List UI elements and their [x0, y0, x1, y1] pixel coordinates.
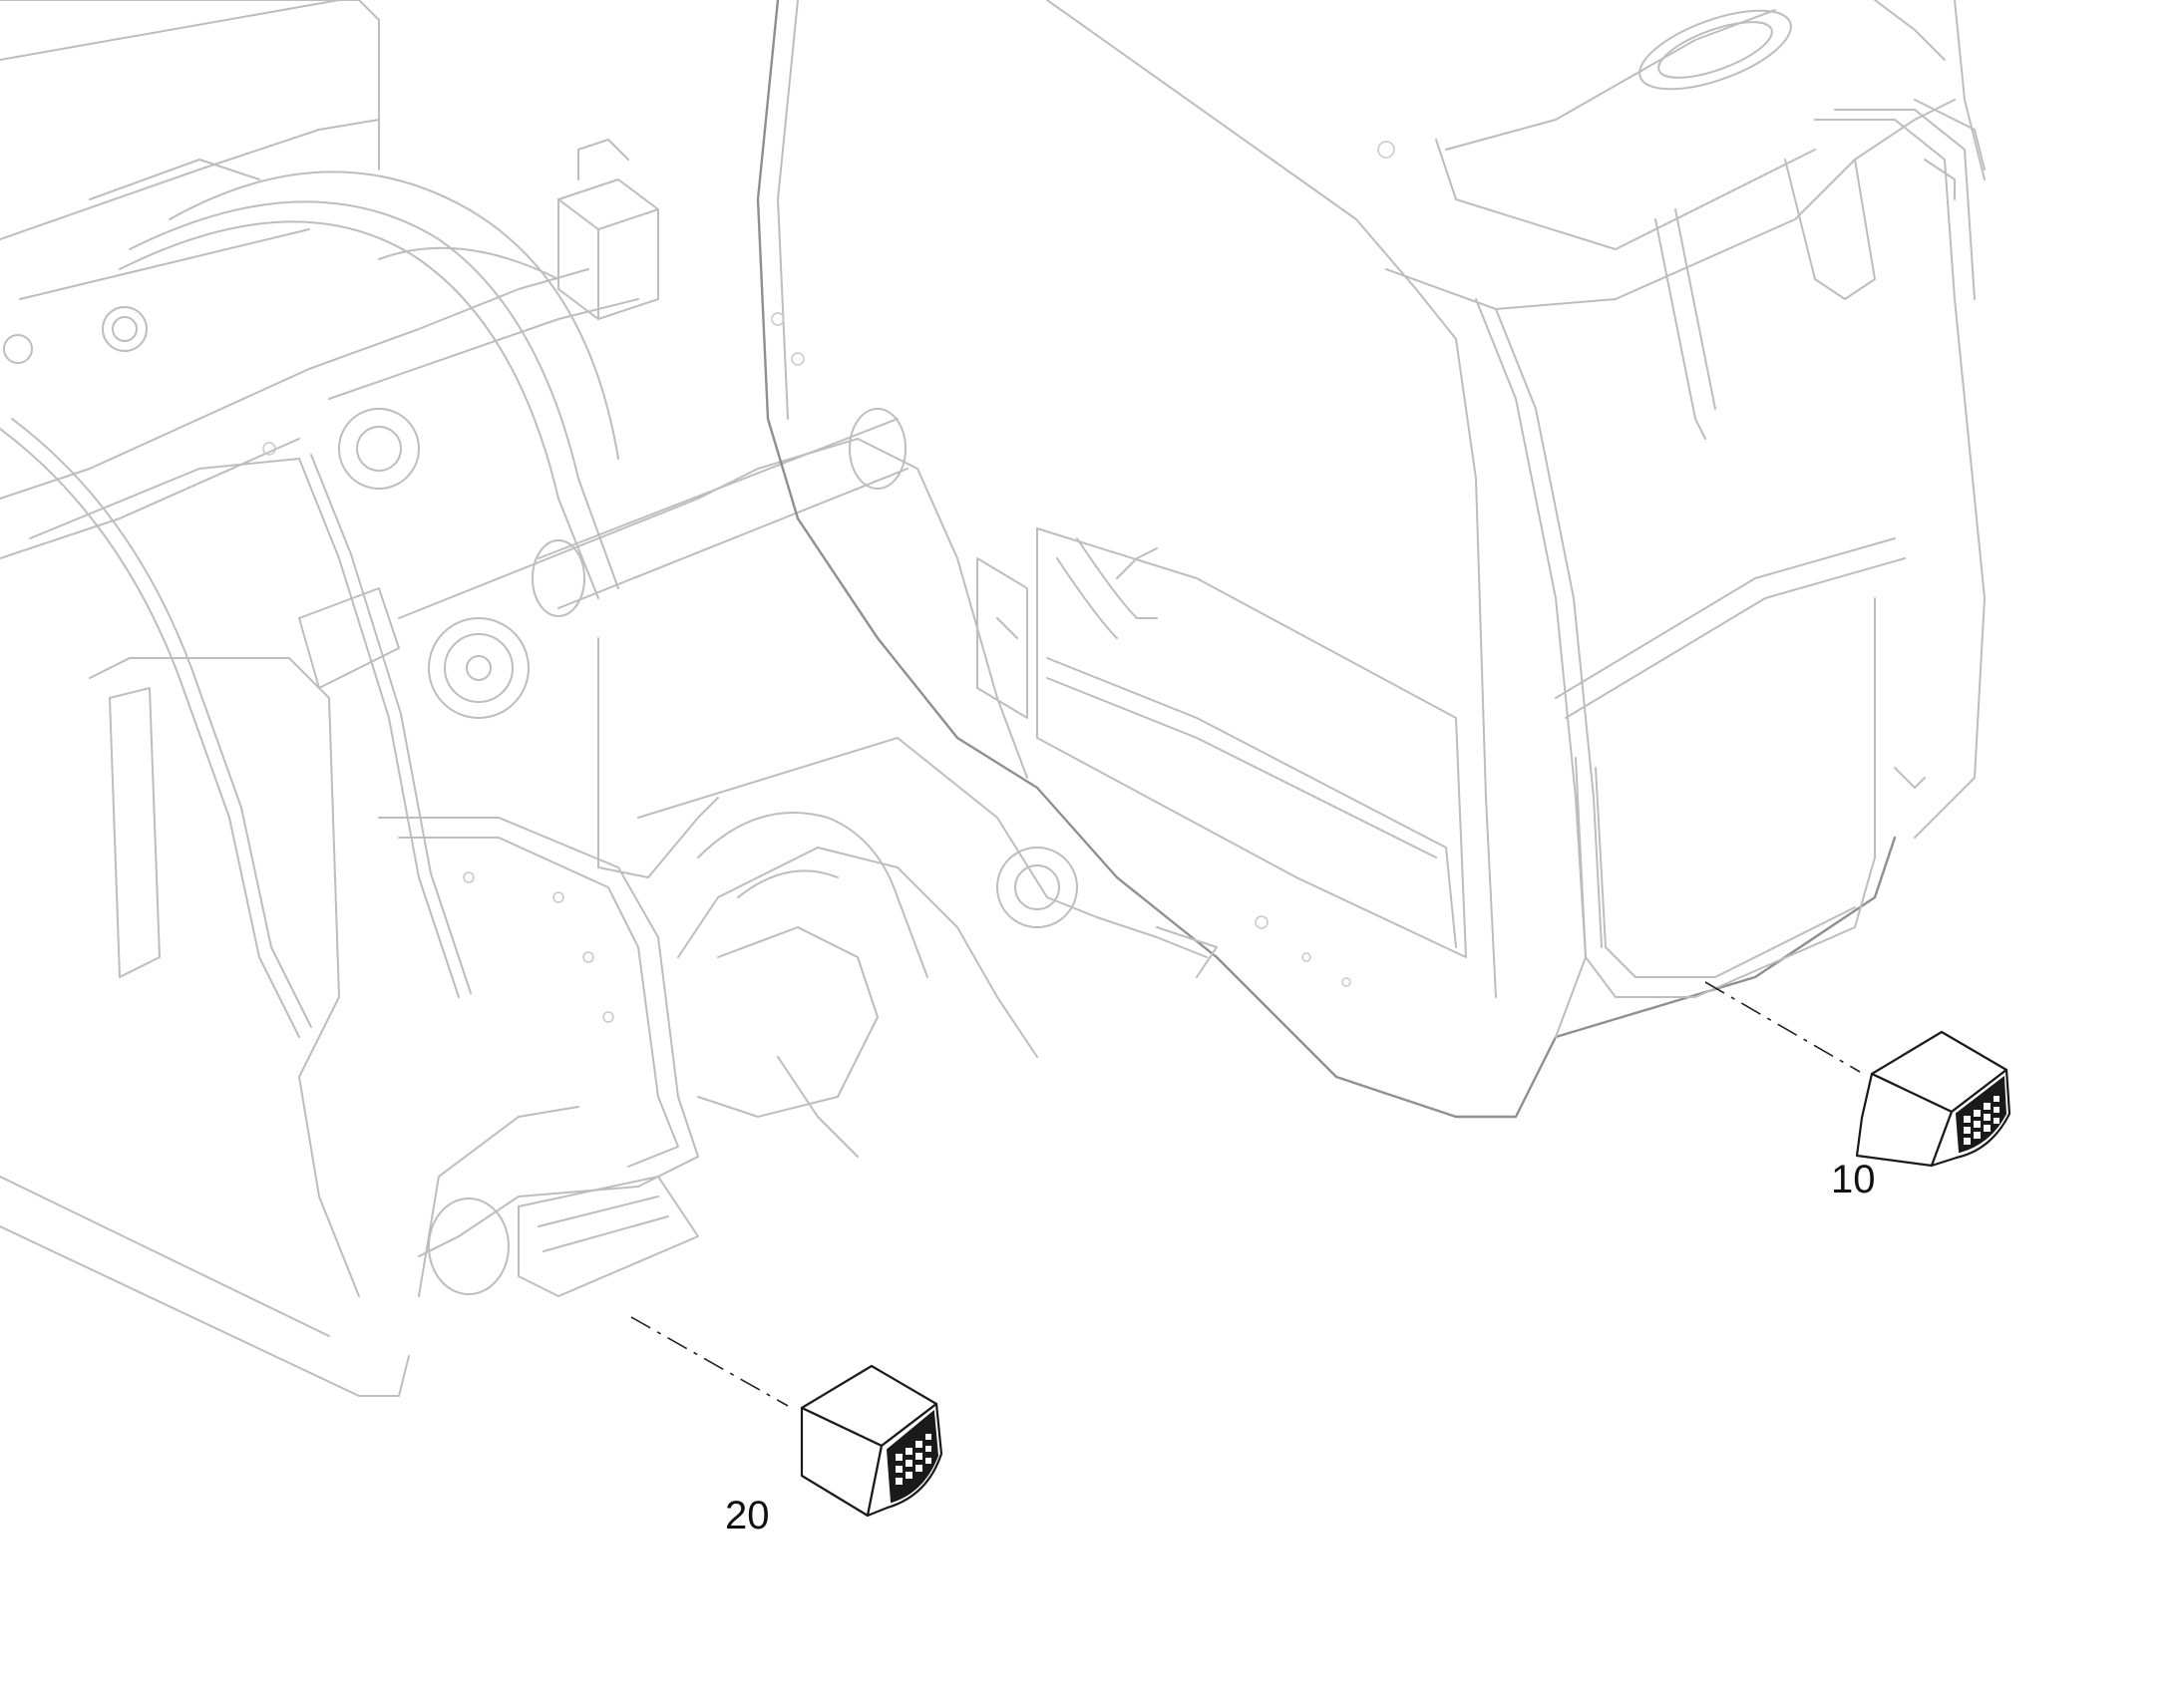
handrail: [0, 418, 472, 1038]
part-20-grille-block[interactable]: [800, 1364, 943, 1518]
control-valve: [557, 139, 659, 320]
operator-cab: [756, 0, 1986, 1119]
part-10-grille-block[interactable]: [1855, 1030, 2011, 1168]
machine-frame-left: [0, 0, 639, 1397]
leader-line-20: [630, 1316, 789, 1407]
floor-plate: [378, 812, 928, 1297]
callout-label-20: 20: [725, 1494, 770, 1537]
hydraulic-hoses: [3, 159, 619, 599]
callout-label-10: 10: [1831, 1158, 1876, 1201]
machine-upper-structure: [0, 0, 1986, 1397]
leader-line-10: [1704, 981, 1861, 1073]
boom-pivot: [398, 408, 1208, 1058]
detail-bolts: [262, 141, 1395, 1023]
cab-side-panel: [976, 527, 1467, 987]
